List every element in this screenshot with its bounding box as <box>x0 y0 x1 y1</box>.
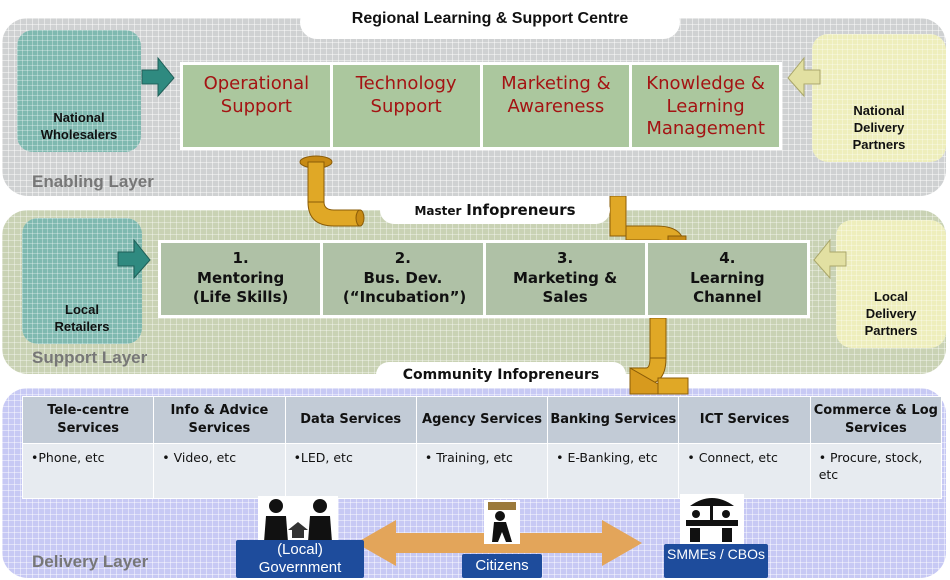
enabling-service-label: Technology Support <box>355 73 457 117</box>
service-item: •LED, etc <box>284 443 417 499</box>
national-delivery-partners-label: National Delivery Partners <box>852 103 906 153</box>
community-infopreneurs-callout: Community Infopreneurs <box>376 362 626 388</box>
delivery-layer-label: Delivery Layer <box>32 552 149 571</box>
service-header: Tele-centre Services <box>21 396 155 444</box>
business-icon <box>680 494 744 546</box>
service-item: • Connect, etc <box>678 443 811 499</box>
service-item: • Video, etc <box>153 443 286 499</box>
support-layer-label: Support Layer <box>32 348 148 367</box>
citizen-icon <box>484 500 520 544</box>
title-cloud <box>300 5 680 39</box>
enabling-service-cell: Technology Support <box>332 65 480 147</box>
service-header: Agency Services <box>415 396 549 444</box>
people-icon <box>258 496 338 546</box>
arrow-left-icon <box>787 56 821 98</box>
delivery-services-table: Tele-centre Services Info & Advice Servi… <box>21 396 943 499</box>
support-service-label: Marketing & Sales <box>513 268 618 307</box>
national-wholesalers-label: National Wholesalers <box>40 110 118 143</box>
support-service-number: 3. <box>557 249 574 267</box>
arrow-right-icon <box>117 238 151 280</box>
arrow-right-icon <box>141 56 175 98</box>
support-service-cell: 3. Marketing & Sales <box>485 243 645 315</box>
service-header: Commerce & Log Services <box>809 396 943 444</box>
master-prefix: Master <box>414 204 462 218</box>
local-delivery-partners-label: Local Delivery Partners <box>864 289 918 339</box>
enabling-service-label: Operational Support <box>203 73 310 117</box>
enabling-layer-label: Enabling Layer <box>32 172 154 191</box>
government-box: (Local) Government <box>236 540 364 578</box>
national-wholesalers-box: National Wholesalers <box>17 30 141 152</box>
service-header: Info & Advice Services <box>153 396 286 444</box>
enabling-service-label: Knowledge & Learning Management <box>646 73 765 139</box>
enabling-service-cell: Operational Support <box>183 65 330 147</box>
smmes-box: SMMEs / CBOs <box>664 544 768 578</box>
support-service-number: 1. <box>232 249 249 267</box>
enabling-services-row: Operational Support Technology Support M… <box>180 62 782 150</box>
pipe-icon <box>299 155 365 227</box>
support-service-cell: 4. Learning Channel <box>647 243 807 315</box>
enabling-service-label: Marketing & Awareness <box>501 73 611 117</box>
local-delivery-partners-box: Local Delivery Partners <box>836 220 946 348</box>
citizens-box: Citizens <box>462 554 542 578</box>
enabling-service-cell: Knowledge & Learning Management <box>632 65 779 147</box>
service-item: •Phone, etc <box>21 443 155 499</box>
support-service-number: 2. <box>394 249 411 267</box>
service-header: Data Services <box>284 396 417 444</box>
service-item: • Procure, stock, etc <box>809 443 943 499</box>
service-item: • Training, etc <box>415 443 549 499</box>
enabling-service-cell: Marketing & Awareness <box>482 65 630 147</box>
service-item: • E-Banking, etc <box>547 443 680 499</box>
local-retailers-label: Local Retailers <box>54 302 110 335</box>
diagram-title: Regional Learning & Support Centre <box>351 10 629 27</box>
support-service-label: Bus. Dev. (“Incubation”) <box>342 268 467 307</box>
support-service-number: 4. <box>719 249 736 267</box>
service-header: ICT Services <box>678 396 811 444</box>
support-service-label: Learning Channel <box>690 268 765 307</box>
local-retailers-box: Local Retailers <box>22 218 142 344</box>
national-delivery-partners-box: National Delivery Partners <box>812 34 946 162</box>
pipe-icon <box>629 318 689 395</box>
support-services-row: 1. Mentoring (Life Skills) 2. Bus. Dev. … <box>158 240 810 318</box>
arrow-left-icon <box>813 238 847 280</box>
master-suffix: Infopreneurs <box>466 201 576 219</box>
service-header: Banking Services <box>547 396 680 444</box>
support-service-cell: 2. Bus. Dev. (“Incubation”) <box>323 243 483 315</box>
master-infopreneurs-callout: Master Infopreneurs <box>380 196 610 224</box>
support-service-cell: 1. Mentoring (Life Skills) <box>161 243 321 315</box>
support-service-label: Mentoring (Life Skills) <box>192 268 289 307</box>
